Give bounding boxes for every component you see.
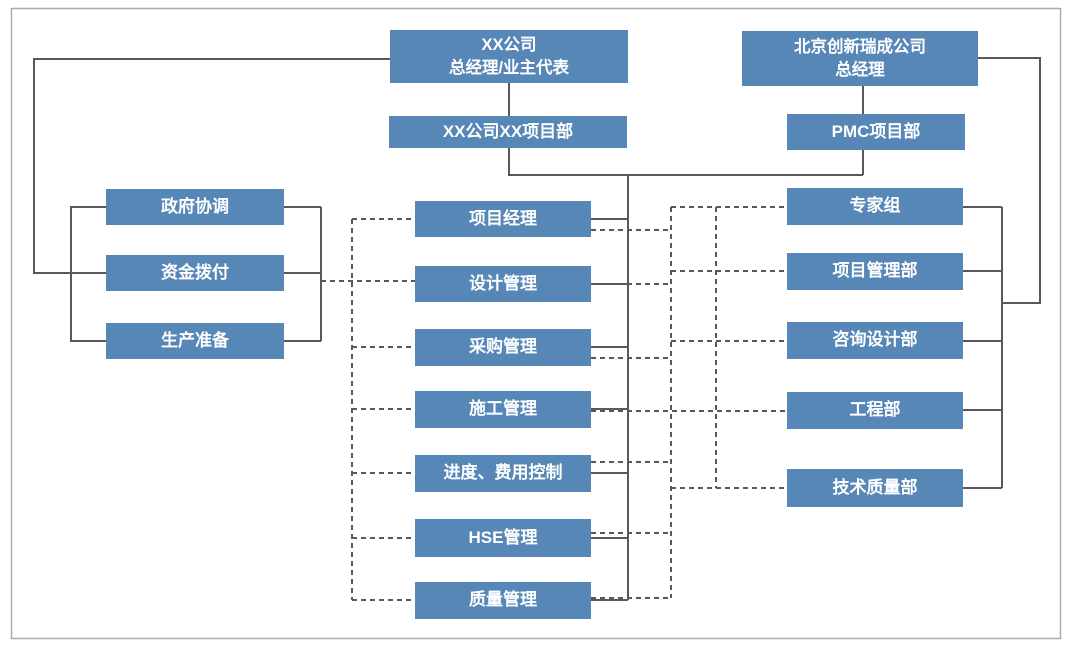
- node-owner-gm: XX公司 总经理/业主代表: [390, 30, 628, 83]
- node-engineering-dept: 工程部: [787, 392, 963, 429]
- node-project-manager: 项目经理: [415, 201, 591, 237]
- node-quality-management: 质量管理: [415, 582, 591, 619]
- node-project-management-dept: 项目管理部: [787, 253, 963, 290]
- node-production-preparation: 生产准备: [106, 323, 284, 359]
- solid-connectors: [33, 57, 1041, 601]
- node-government-coordination: 政府协调: [106, 189, 284, 225]
- node-pmc-gm: 北京创新瑞成公司 总经理: [742, 31, 978, 86]
- dashed-connectors: [321, 206, 787, 601]
- node-expert-group: 专家组: [787, 188, 963, 225]
- node-fund-allocation: 资金拨付: [106, 255, 284, 291]
- node-construction-management: 施工管理: [415, 391, 591, 428]
- node-hse-management: HSE管理: [415, 519, 591, 557]
- node-consulting-design-dept: 咨询设计部: [787, 322, 963, 359]
- node-pmc-project-dept: PMC项目部: [787, 114, 965, 150]
- page-border: [10, 7, 1062, 640]
- node-owner-project-dept: XX公司XX项目部: [389, 116, 627, 148]
- node-schedule-cost-control: 进度、费用控制: [415, 455, 591, 492]
- node-procurement-management: 采购管理: [415, 329, 591, 366]
- node-technical-quality-dept: 技术质量部: [787, 469, 963, 507]
- node-design-management: 设计管理: [415, 266, 591, 302]
